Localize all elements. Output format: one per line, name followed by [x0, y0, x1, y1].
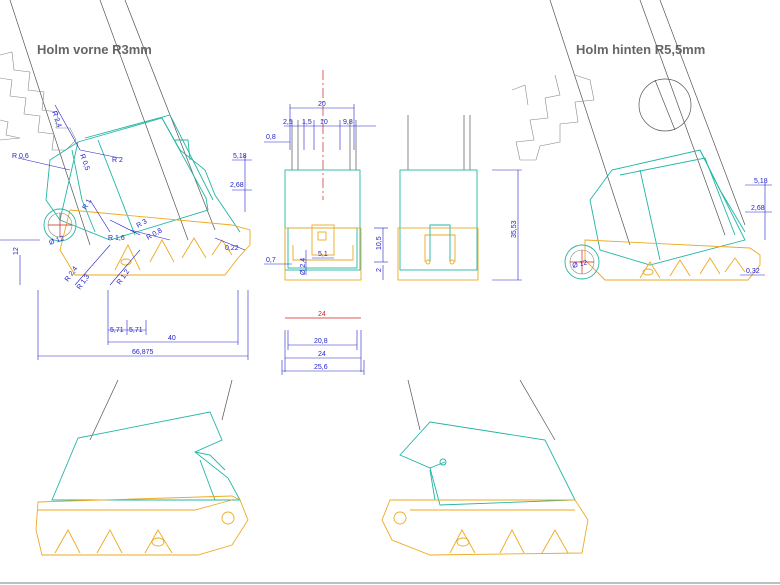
dim-r-268: 2,68	[751, 205, 765, 212]
dim-66875: 66,875	[132, 349, 154, 356]
dim-268: 2,68	[230, 182, 244, 189]
right-view: 5,18 2,68 0,32 Ø 12	[511, 0, 772, 281]
dim-07: 0,7	[266, 257, 276, 264]
dim-r08: R 0,8	[146, 227, 164, 241]
dim-r13: R 1,3	[76, 273, 91, 291]
dim-208: 20,8	[314, 338, 328, 345]
dim-r-518: 5,18	[754, 178, 768, 185]
dim-15: 1,5	[302, 119, 312, 126]
title-holm-vorne: Holm vorne R3mm	[37, 42, 152, 57]
dim-518: 5,18	[233, 153, 247, 160]
dim-2: 2	[376, 268, 383, 272]
bottom-left-assembly	[35, 379, 249, 556]
front-view: 20 2,5 1,5 10 9,8 0,8 10,5 5,1 0,7 Ø 2,4…	[264, 70, 388, 375]
dim-r3: R 3	[136, 218, 149, 230]
dim-571a: 5,71	[110, 327, 124, 334]
dim-3553: 35,53	[511, 220, 518, 238]
side-view: 35,53	[397, 115, 522, 281]
dim-10: 10	[320, 119, 328, 126]
dim-24-red: 24	[318, 311, 326, 318]
dim-12: 12	[13, 247, 20, 255]
bottom-right-assembly	[381, 379, 589, 556]
left-view: R 2,4 R 0,6 R 2 R 0,5 R 1 R 1,6 R 0,8 R …	[0, 0, 252, 360]
dim-08: 0,8	[266, 134, 276, 141]
dim-r2: R 2	[112, 157, 123, 164]
dim-r24: R 2,4	[50, 110, 62, 128]
dim-d12: Ø 12	[48, 235, 65, 247]
dim-r1: R 1	[82, 198, 94, 211]
dim-98: 9,8	[343, 119, 353, 126]
dim-r-032: 0,32	[746, 268, 760, 275]
title-holm-hinten: Holm hinten R5,5mm	[576, 42, 705, 57]
dim-40: 40	[168, 335, 176, 342]
dim-r-d12: Ø 12	[572, 259, 589, 270]
dim-r05: R 0,5	[78, 153, 90, 171]
dim-20: 20	[318, 101, 326, 108]
dim-571b: 5,71	[129, 327, 143, 334]
dim-022: 0,22	[225, 245, 239, 252]
dim-24: 24	[318, 351, 326, 358]
dim-105: 10,5	[376, 236, 383, 250]
dim-256: 25,6	[314, 364, 328, 371]
dim-r24b: R 2,4	[64, 265, 79, 283]
dim-r06: R 0,6	[12, 153, 29, 160]
dim-r16: R 1,6	[108, 235, 125, 242]
dim-51: 5,1	[318, 251, 328, 258]
dim-d24: Ø 2,4	[300, 258, 307, 275]
dim-r12: R 1,2	[116, 268, 131, 286]
dim-25: 2,5	[283, 119, 293, 126]
